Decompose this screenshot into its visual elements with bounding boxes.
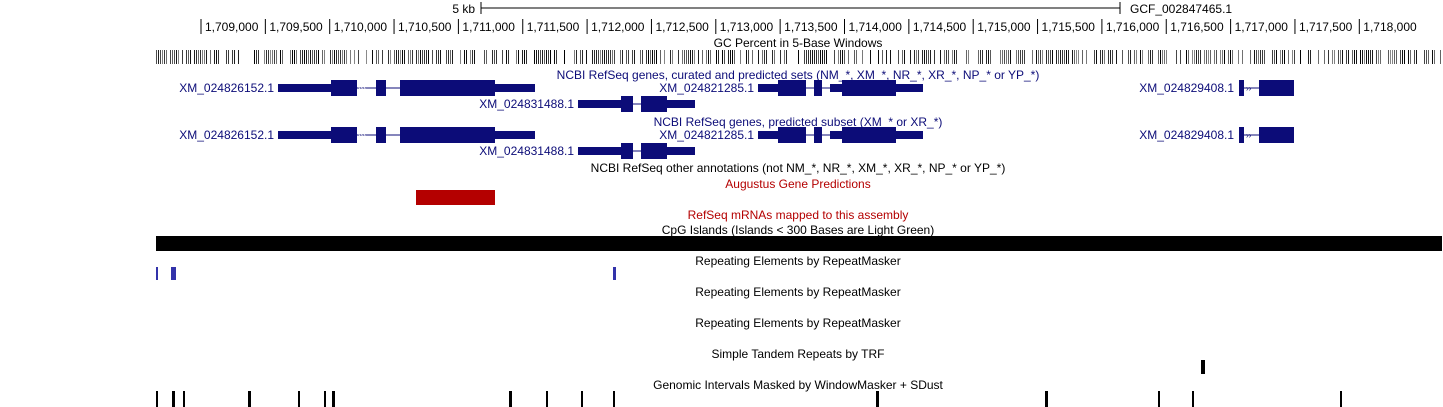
- ruler-tick-label: 1,711,000: [462, 20, 515, 34]
- ruler-tick-label: 1,709,500: [269, 20, 323, 34]
- track-label-augustus[interactable]: Augustus Gene Predictions: [725, 177, 870, 191]
- ruler-tick-label: 1,713,500: [784, 20, 838, 34]
- cpg-island-bar[interactable]: [156, 236, 1442, 251]
- track-label-trf[interactable]: Simple Tandem Repeats by TRF: [712, 347, 885, 361]
- track-label-repeatmasker[interactable]: Repeating Elements by RepeatMasker: [695, 285, 900, 299]
- augustus-prediction[interactable]: [416, 190, 495, 205]
- gene-label[interactable]: XM_024829408.1: [1139, 128, 1234, 142]
- ruler-tick-label: 1,718,000: [1363, 20, 1417, 34]
- ruler-tick-label: 1,710,500: [398, 20, 452, 34]
- svg-text:›››: ›››: [358, 131, 366, 140]
- gene-model[interactable]: [578, 143, 695, 159]
- ruler-tick-label: 1,709,000: [205, 20, 259, 34]
- gene-model[interactable]: [758, 80, 923, 96]
- assembly-label: GCF_002847465.1: [1130, 2, 1232, 16]
- gene-model[interactable]: [758, 127, 923, 143]
- ruler-tick-label: 1,715,500: [1042, 20, 1096, 34]
- track-label-cpg[interactable]: CpG Islands (Islands < 300 Bases are Lig…: [662, 223, 934, 237]
- scale-bar: 5 kb GCF_002847465.1: [452, 2, 1232, 16]
- track-label-repeatmasker[interactable]: Repeating Elements by RepeatMasker: [695, 254, 900, 268]
- gene-label[interactable]: XM_024831488.1: [479, 97, 574, 111]
- gene-model[interactable]: ›››: [278, 127, 535, 143]
- track-label-refseq-predicted[interactable]: NCBI RefSeq genes, predicted subset (XM_…: [654, 115, 943, 129]
- ruler-tick-label: 1,710,000: [334, 20, 388, 34]
- track-label-windowmasker[interactable]: Genomic Intervals Masked by WindowMasker…: [653, 378, 943, 392]
- gene-label[interactable]: XM_024826152.1: [179, 128, 274, 142]
- svg-text:››: ››: [1246, 84, 1252, 93]
- refseq-all-track[interactable]: XM_024826152.1 ››› XM_024831488.1 XM_024…: [179, 80, 1294, 112]
- ruler-tick-label: 1,716,000: [1106, 20, 1160, 34]
- ruler-tick-label: 1,712,000: [591, 20, 645, 34]
- ruler-tick-label: 1,713,000: [720, 20, 774, 34]
- track-label-refseq-mrnas[interactable]: RefSeq mRNAs mapped to this assembly: [688, 208, 909, 222]
- track-label-refseq-other[interactable]: NCBI RefSeq other annotations (not NM_*,…: [591, 161, 1006, 175]
- gene-label[interactable]: XM_024821285.1: [659, 81, 754, 95]
- ruler-tick-label: 1,717,000: [1235, 20, 1289, 34]
- windowmasker-track[interactable]: [156, 391, 1342, 407]
- ruler-tick-label: 1,712,500: [655, 20, 709, 34]
- gene-model[interactable]: ››: [1239, 80, 1294, 96]
- gene-label[interactable]: XM_024829408.1: [1139, 81, 1234, 95]
- refseq-predicted-track[interactable]: XM_024826152.1 ››› XM_024831488.1 XM_024…: [179, 127, 1294, 159]
- gene-model[interactable]: [578, 96, 695, 112]
- track-label-repeatmasker[interactable]: Repeating Elements by RepeatMasker: [695, 316, 900, 330]
- repeatmasker-track[interactable]: [156, 267, 616, 280]
- gc-percent-track[interactable]: [156, 50, 1441, 64]
- ruler-tick-label: 1,711,500: [527, 20, 580, 34]
- scale-label: 5 kb: [452, 2, 475, 16]
- ruler-tick-label: 1,717,500: [1299, 20, 1353, 34]
- svg-text:››: ››: [1246, 131, 1252, 140]
- ruler-tick-label: 1,716,500: [1170, 20, 1224, 34]
- tandem-repeat[interactable]: [1201, 360, 1205, 374]
- gene-model[interactable]: ›››: [278, 80, 535, 96]
- ruler-tick-label: 1,714,500: [913, 20, 967, 34]
- base-position-ruler[interactable]: 1,709,000 1,709,500 1,710,000 1,710,500 1,71…: [156, 19, 1442, 37]
- track-label-refseq-all[interactable]: NCBI RefSeq genes, curated and predicted…: [557, 68, 1040, 82]
- track-label-gc-percent[interactable]: GC Percent in 5-Base Windows: [714, 36, 883, 50]
- gene-label[interactable]: XM_024821285.1: [659, 128, 754, 142]
- ruler-tick-label: 1,715,000: [977, 20, 1031, 34]
- gene-label[interactable]: XM_024826152.1: [179, 81, 274, 95]
- ruler-tick-label: 1,714,000: [849, 20, 903, 34]
- svg-text:›››: ›››: [358, 84, 366, 93]
- gene-label[interactable]: XM_024831488.1: [479, 144, 574, 158]
- gene-model[interactable]: ››: [1239, 127, 1294, 143]
